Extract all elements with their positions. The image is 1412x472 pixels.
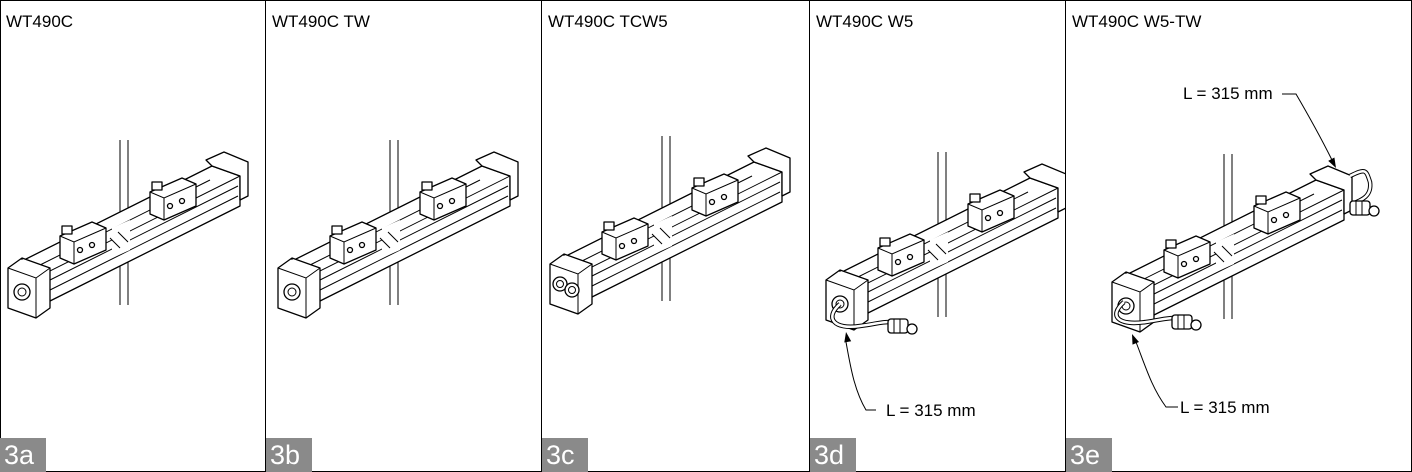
sensor-drawing-3c	[542, 0, 809, 472]
connector-icon	[565, 283, 579, 297]
cable-length-label-front: L = 315 mm	[1180, 398, 1270, 417]
panel-3d: WT490C W5 L = 315 mm 3d	[810, 0, 1066, 472]
connector-icon	[14, 284, 30, 300]
light-curtain-sensor	[1112, 154, 1352, 332]
sensor-body	[1124, 166, 1352, 316]
sensor-body	[290, 152, 518, 302]
sensor-body	[562, 148, 790, 298]
m12-plug-icon	[1350, 201, 1379, 216]
panel-3c: WT490C TCW5 3c	[542, 0, 810, 472]
connector-icon	[284, 284, 300, 300]
rear-end-cap	[476, 152, 518, 200]
mounting-bracket	[692, 174, 738, 216]
front-end-cap	[550, 254, 592, 314]
light-curtain-sensor	[826, 152, 1065, 330]
panel-title: WT490C W5-TW	[1072, 12, 1202, 31]
dimension-arrow	[1132, 334, 1178, 407]
mounting-bracket	[878, 234, 924, 276]
rear-end-cap	[206, 152, 248, 200]
mounting-bracket	[602, 218, 648, 260]
dimension-arrow	[844, 332, 876, 410]
panel-title: WT490C W5	[816, 12, 914, 31]
sensor-drawing-3a	[0, 0, 265, 472]
mounting-bracket	[420, 178, 466, 220]
panel-tag: 3a	[0, 438, 46, 472]
rear-cable	[1350, 171, 1379, 216]
sensor-body	[838, 164, 1065, 314]
light-curtain-sensor	[550, 136, 790, 314]
front-end-cap	[278, 258, 320, 318]
rear-end-cap	[748, 148, 790, 196]
sensor-drawing-3b	[266, 0, 541, 472]
panel-3a: WT490C 3a	[0, 0, 266, 472]
dimension-arrow	[1282, 94, 1336, 168]
sensor-drawing-3e	[1066, 0, 1412, 472]
mounting-bracket	[1254, 192, 1300, 234]
mounting-bracket	[1164, 236, 1210, 278]
rear-end-cap	[1310, 166, 1352, 214]
front-cable	[832, 304, 917, 334]
mounting-bracket	[330, 222, 376, 264]
panel-3e: WT490C W5-TW L = 315 mm L = 315 mm 3e	[1066, 0, 1412, 472]
panel-tag: 3b	[266, 438, 312, 472]
mounting-bracket	[60, 222, 106, 264]
panel-3b: WT490C TW 3b	[266, 0, 542, 472]
light-curtain-sensor	[278, 140, 518, 318]
panel-tag: 3c	[542, 438, 588, 472]
m12-plug-icon	[1172, 315, 1201, 330]
cable-length-label-rear: L = 315 mm	[1183, 84, 1273, 103]
cable-length-label: L = 315 mm	[886, 401, 976, 420]
front-end-cap	[1112, 272, 1154, 332]
panel-tag: 3e	[1066, 438, 1112, 472]
connector-icon	[553, 277, 567, 291]
mounting-bracket	[968, 190, 1014, 232]
sensor-drawing-3d	[810, 0, 1065, 472]
panel-tag: 3d	[810, 438, 856, 472]
light-curtain-sensor	[8, 140, 248, 318]
mounting-bracket	[150, 178, 196, 220]
front-cable	[1116, 302, 1201, 330]
panel-title: WT490C TW	[272, 12, 370, 31]
sensor-body	[20, 152, 248, 302]
m12-plug-icon	[888, 319, 917, 334]
panel-title: WT490C TCW5	[548, 12, 668, 31]
front-end-cap	[8, 258, 50, 318]
panel-title: WT490C	[6, 12, 74, 31]
rear-end-cap	[1024, 164, 1065, 212]
